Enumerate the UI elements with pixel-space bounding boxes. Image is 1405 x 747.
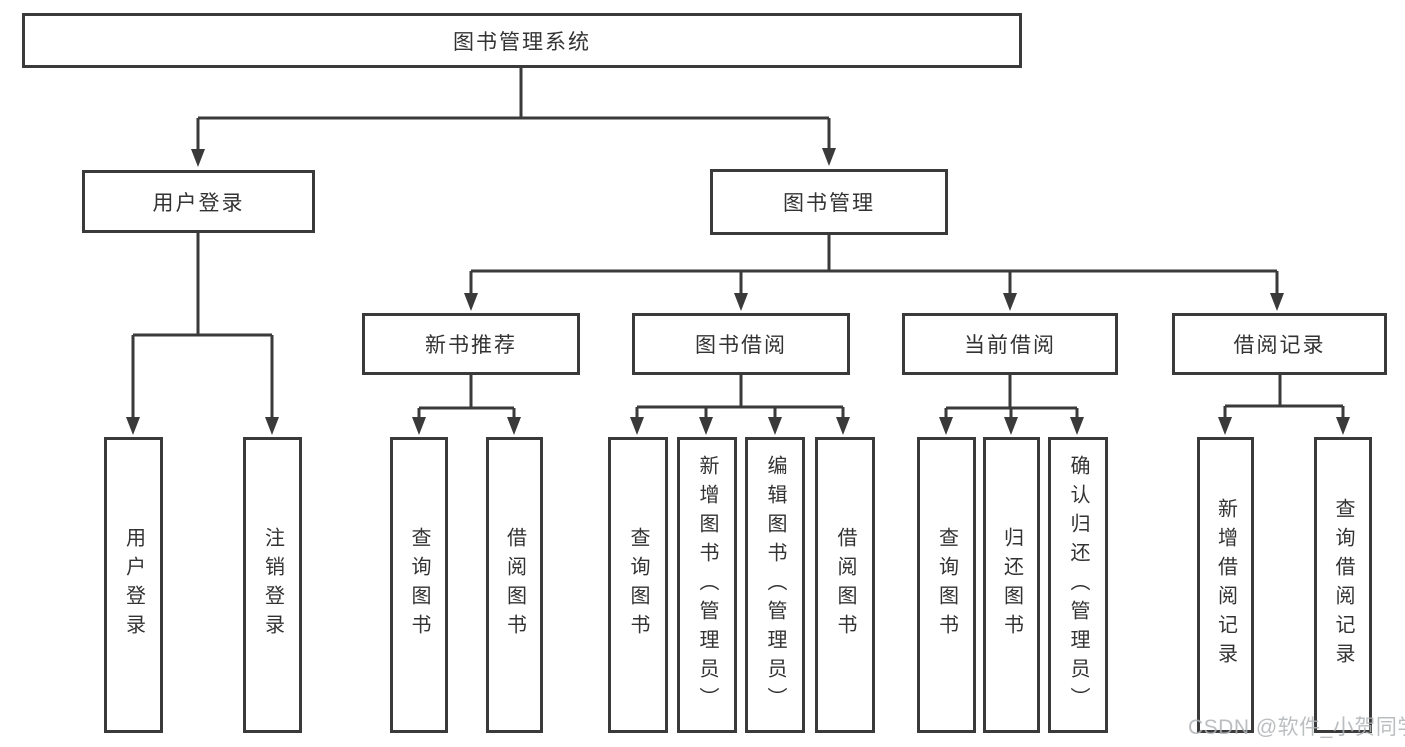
leaf-query-books-current-label: 查询图书 bbox=[935, 527, 958, 643]
leaf-query-books-borrowing: 查询图书 bbox=[608, 437, 668, 733]
leaf-logout: 注销登录 bbox=[243, 437, 302, 733]
leaf-logout-label: 注销登录 bbox=[261, 527, 284, 643]
node-book-management: 图书管理 bbox=[710, 169, 948, 235]
node-root-library-management-system: 图书管理系统 bbox=[22, 13, 1022, 68]
leaf-borrow-books-recommend-label: 借阅图书 bbox=[503, 527, 526, 643]
leaf-borrow-books-label: 借阅图书 bbox=[834, 527, 856, 643]
leaf-query-books-recommend: 查询图书 bbox=[390, 437, 448, 733]
leaf-edit-books-admin: 编辑图书（管理员） bbox=[745, 437, 805, 733]
leaf-return-books-label: 归还图书 bbox=[1000, 527, 1023, 643]
leaf-confirm-return-admin: 确认归还（管理员） bbox=[1048, 437, 1108, 733]
leaf-query-books-current: 查询图书 bbox=[917, 437, 976, 733]
leaf-borrow-books-recommend: 借阅图书 bbox=[486, 437, 543, 733]
leaf-query-books-recommend-label: 查询图书 bbox=[408, 527, 430, 643]
leaf-borrow-books: 借阅图书 bbox=[815, 437, 875, 733]
leaf-return-books: 归还图书 bbox=[983, 437, 1040, 733]
leaf-confirm-return-admin-label: 确认归还（管理员） bbox=[1067, 454, 1089, 716]
leaf-add-borrow-record-label: 新增借阅记录 bbox=[1214, 498, 1237, 672]
node-new-book-recommendation: 新书推荐 bbox=[362, 313, 580, 375]
leaf-add-books-admin: 新增图书（管理员） bbox=[677, 437, 737, 733]
leaf-query-books-borrowing-label: 查询图书 bbox=[627, 527, 649, 643]
csdn-watermark: CSDN @软件_小贺同学 bbox=[1188, 716, 1405, 739]
leaf-user-login-label: 用户登录 bbox=[122, 527, 145, 643]
leaf-user-login: 用户登录 bbox=[104, 437, 163, 733]
node-user-login: 用户登录 bbox=[82, 170, 315, 233]
node-borrowing-records: 借阅记录 bbox=[1172, 313, 1387, 375]
leaf-query-borrow-record: 查询借阅记录 bbox=[1314, 437, 1372, 733]
leaf-add-books-admin-label: 新增图书（管理员） bbox=[696, 454, 718, 716]
leaf-query-borrow-record-label: 查询借阅记录 bbox=[1332, 498, 1354, 672]
node-current-borrowing: 当前借阅 bbox=[902, 313, 1118, 375]
leaf-add-borrow-record: 新增借阅记录 bbox=[1197, 437, 1254, 733]
node-book-borrowing: 图书借阅 bbox=[632, 313, 850, 375]
leaf-edit-books-admin-label: 编辑图书（管理员） bbox=[764, 454, 786, 716]
